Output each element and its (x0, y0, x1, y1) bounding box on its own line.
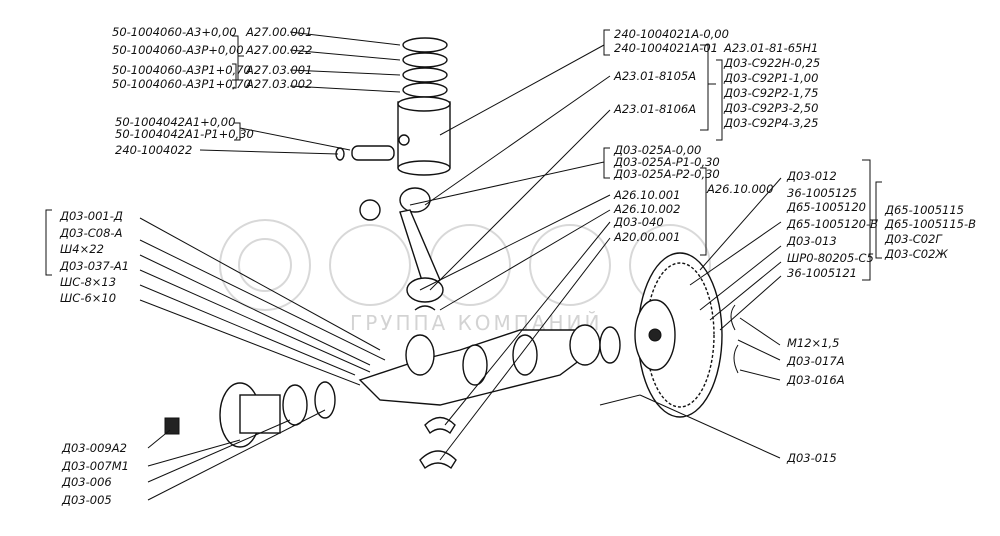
label: ШС-8×13 (60, 275, 116, 289)
label: 50-1004060-А3Р1+0,70 (112, 63, 251, 77)
label: Д65-1005115-В (884, 217, 976, 231)
label: 50-1004042А1+0,00 (115, 115, 235, 129)
label: Д03-001-Д (59, 209, 123, 223)
leader-lines (45, 29, 882, 501)
bearing-shells (419, 416, 457, 470)
label: Д65-1005120 (786, 200, 866, 214)
piston-rings (402, 37, 448, 98)
label: Ш4×22 (60, 242, 104, 256)
label: 50-1004042А1-Р1+0,30 (115, 127, 254, 141)
label: Д03-С92Р2-1,75 (723, 86, 818, 100)
label: ШС-6×10 (60, 291, 116, 305)
label: Д03-012 (786, 169, 837, 183)
label: 240-1004021А-01 (614, 41, 718, 55)
label: 36-1005121 (787, 266, 857, 280)
label: ШР0-80205-С5 (787, 251, 874, 265)
label: Д03-040 (613, 215, 664, 229)
label: Д03-009А2 (61, 441, 127, 455)
label: 240-1004022 (115, 143, 192, 157)
label: Д65-1005115 (884, 203, 964, 217)
label: Д03-С02Ж (884, 247, 948, 261)
label: А26.10.000 (706, 182, 773, 196)
label: Д03-013 (786, 234, 837, 248)
label: Д03-025А-Р1-0,30 (613, 155, 720, 169)
label: А27.00.022 (245, 43, 312, 57)
label: Д03-017А (786, 354, 845, 368)
label: 240-1004021А-0,00 (614, 27, 729, 41)
flywheel (634, 252, 723, 418)
label: Д03-С92Р3-2,50 (723, 101, 818, 115)
label: 50-1004060-А3Р1+0,70 (112, 77, 251, 91)
label: А27.03.001 (245, 63, 312, 77)
label: А20.00.001 (613, 230, 680, 244)
connecting-rod (359, 187, 444, 311)
label: М12×1,5 (787, 336, 839, 350)
label: Д03-016А (786, 373, 845, 387)
label: Д03-015 (786, 451, 837, 465)
label: Д03-С92Р4-3,25 (723, 116, 818, 130)
label: 50-1004060-А3+0,00 (112, 25, 237, 39)
piston-pin (335, 145, 395, 161)
label: А26.10.002 (613, 202, 680, 216)
bolts (599, 304, 739, 406)
label: Д03-025А-0,00 (613, 143, 701, 157)
front-hub (164, 381, 336, 448)
label: Д03-С08-А (59, 226, 123, 240)
label: 50-1004060-А3Р+0,00 (112, 43, 244, 57)
label: 36-1005125 (787, 186, 857, 200)
label: Д03-С92Р1-1,00 (723, 71, 818, 85)
label: А27.03.002 (245, 77, 312, 91)
label: Д03-025А-Р2-0,30 (613, 167, 720, 181)
label: Д03-037-А1 (59, 259, 129, 273)
label: А26.10.001 (613, 188, 680, 202)
labels: 50-1004060-А3+0,00 50-1004060-А3Р+0,00 5… (59, 25, 976, 507)
label: А23.01-8106А (613, 102, 696, 116)
label: А23.01-8105А (613, 69, 696, 83)
label: Д03-006 (61, 475, 112, 489)
label: Д03-С02Г (884, 232, 943, 246)
label: Д65-1005120-В (786, 217, 878, 231)
piston (397, 96, 451, 176)
label: Д03-005 (61, 493, 112, 507)
label: Д03-С922Н-0,25 (723, 56, 820, 70)
label: Д03-007М1 (61, 459, 129, 473)
crankshaft (358, 324, 621, 406)
label: А23.01-81-65Н1 (723, 41, 818, 55)
label: А27.00.001 (245, 25, 312, 39)
